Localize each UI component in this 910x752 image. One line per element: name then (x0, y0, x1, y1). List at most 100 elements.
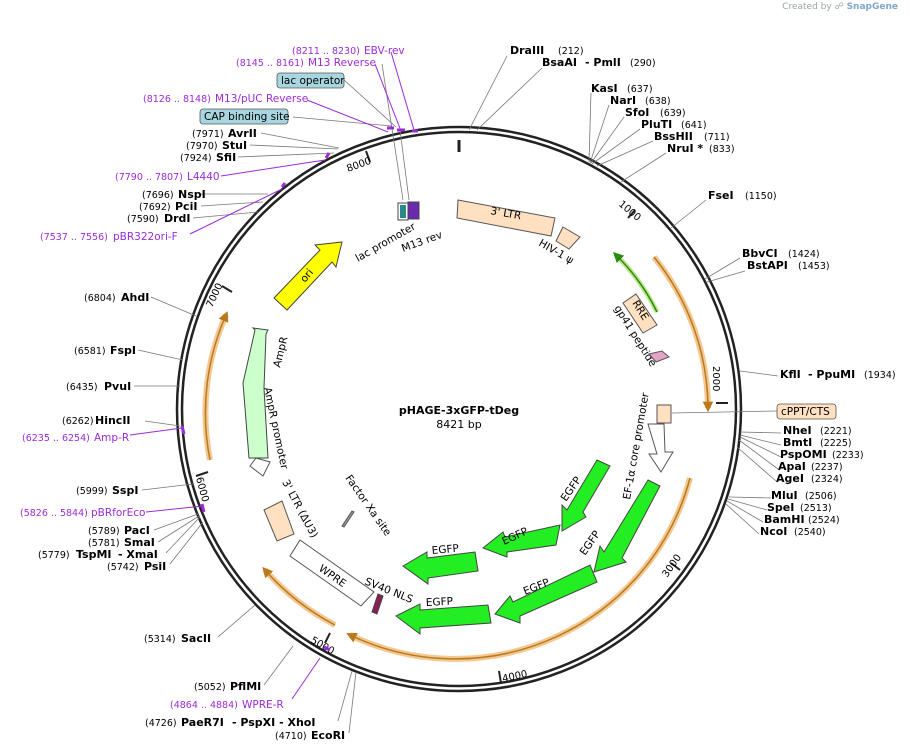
tick-7000: 7000 (205, 282, 226, 310)
label-cap-binding-site[interactable]: CAP binding site (199, 108, 290, 125)
primer-ebv-rev[interactable]: (8211 .. 8230)EBV-rev (292, 45, 405, 57)
enzyme-ecori[interactable]: (4710)EcoRI (275, 729, 345, 742)
feature-3ltr-label: 3' LTR (489, 205, 522, 222)
primer-pbrforeco[interactable]: (5826 .. 5844)pBRforEco (20, 507, 145, 519)
primer-m13-puc-reverse[interactable]: (8126 .. 8148)M13/pUC Reverse (143, 93, 308, 105)
enzyme-spei[interactable]: SpeI(2513) (767, 501, 832, 514)
feature-egfp-3[interactable]: EGFP (482, 524, 561, 558)
primer-pbr322ori-f[interactable]: (7537 .. 7556)pBR322ori-F (40, 231, 178, 243)
enzyme-kasi[interactable]: KasI(637) (591, 82, 653, 95)
enzyme-ncoi[interactable]: NcoI(2540) (760, 525, 826, 538)
enzyme-pvui[interactable]: (6435)PvuI (66, 380, 131, 393)
enzyme-name: DrdI (164, 212, 191, 225)
enzyme-name: DraIII (510, 44, 544, 57)
enzyme-smai[interactable]: (5781)SmaI (88, 536, 155, 549)
primer-amp-r[interactable]: (6235 .. 6254)Amp-R (22, 432, 129, 444)
enzyme-pos: (6804) (84, 293, 116, 304)
enzyme-agei[interactable]: AgeI(2324) (776, 472, 843, 485)
tick-8000: 8000 (345, 156, 373, 175)
enzyme-pspomi[interactable]: PspOMI(2233) (780, 448, 864, 461)
enzyme-avrii[interactable]: (7971)AvrII (192, 127, 257, 140)
enzyme-nhei[interactable]: NheI(2221) (783, 424, 852, 437)
enzyme-fspi[interactable]: (6581)FspI (74, 344, 136, 357)
enzyme-name: ApaI (778, 460, 806, 473)
primer-wpre-r[interactable]: (4864 .. 4884)WPRE-R (170, 699, 284, 711)
feature-3ltr[interactable]: 3' LTR (456, 199, 556, 237)
watermark-prefix: Created by (782, 2, 832, 12)
enzyme-name: NcoI (760, 525, 787, 538)
enzyme-ahdi[interactable]: (6804)AhdI (84, 291, 149, 304)
enzyme-fsei[interactable]: FseI(1150) (708, 189, 777, 202)
enzyme-nrui[interactable]: NruI *(833) (667, 142, 735, 155)
primer-name: L4440 (187, 171, 220, 183)
enzyme-pcii[interactable]: (7692)PciI (139, 200, 197, 213)
tick-1000: 1000 (616, 199, 643, 224)
enzyme-sspi[interactable]: (5999)SspI (76, 484, 138, 497)
enzyme-bsaai[interactable]: BsaAI- PmlI(290) (542, 56, 656, 69)
enzyme-sfii[interactable]: (7924)SfiI (180, 151, 236, 164)
enzyme-stui[interactable]: (7970)StuI (186, 139, 247, 152)
enzyme-bbvci[interactable]: BbvCI(1424) (742, 247, 820, 260)
enzyme-kfli[interactable]: KflI- PpuMI(1934) (780, 368, 896, 381)
enzyme-bmti[interactable]: BmtI(2225) (783, 436, 852, 449)
enzyme-nspi[interactable]: (7696)NspI (142, 188, 206, 201)
enzyme-psii[interactable]: (5742)PsiI (107, 560, 166, 573)
enzyme-pos: (833) (709, 144, 735, 155)
enzyme-pos: (1150) (745, 191, 777, 202)
enzyme-mlui[interactable]: MluI(2506) (771, 489, 837, 502)
enzyme-pos: (2233) (832, 450, 864, 461)
enzyme-name: PflMI (230, 680, 261, 693)
enzyme-pos: (212) (558, 46, 584, 57)
feature-ori[interactable]: ori (273, 241, 343, 311)
enzyme-pos: (4710) (275, 731, 307, 742)
primer-m13-reverse[interactable]: (8145 .. 8161)M13 Reverse (236, 57, 376, 69)
feature-lac-promoter[interactable]: lac promoter M13 rev (354, 201, 444, 265)
enzyme-pflmi[interactable]: (5052)PflMI (194, 680, 261, 693)
enzyme-draiii[interactable]: DraIII (212) (510, 44, 584, 57)
watermark-brand: SnapGene (846, 2, 898, 12)
feature-factor-xa[interactable]: Factor Xa site (341, 473, 393, 538)
label-cppt-cts[interactable]: cPPT/CTS (671, 403, 837, 420)
feature-egfp-6[interactable]: EGFP (395, 596, 492, 635)
feature-3ltr-du3[interactable]: 3' LTR (ΔU3) (263, 478, 320, 542)
primer-pos: (8211 .. 8230) (292, 46, 360, 57)
enzyme-name: PciI (175, 200, 197, 213)
feature-wpre[interactable]: WPRE (289, 539, 375, 607)
primer-l4440[interactable]: (7790 .. 7807)L4440 (115, 171, 220, 183)
enzyme-hincii[interactable]: (6262)HincII (62, 414, 131, 427)
enzyme-pos: (4726) (145, 718, 177, 729)
enzyme-nari[interactable]: NarI(638) (610, 94, 671, 107)
primer-pos: (8145 .. 8161) (236, 58, 304, 69)
enzyme-name: BmtI (783, 436, 812, 449)
enzyme-pos: (6581) (74, 346, 106, 357)
feature-gp41-peptide[interactable] (648, 350, 670, 363)
enzyme-bsshii[interactable]: BssHII(711) (654, 130, 730, 143)
feature-egfp-4[interactable]: EGFP (494, 564, 598, 624)
enzyme-name: PacI (124, 524, 150, 537)
lac-operator-text: lac operator (281, 75, 345, 87)
enzyme-pos: (7970) (186, 141, 218, 152)
plasmid-name: pHAGE-3xGFP-tDeg (399, 404, 519, 417)
enzyme-apai[interactable]: ApaI(2237) (778, 460, 843, 473)
enzyme-paer7i[interactable]: (4726)PaeR7I- PspXI - XhoI (145, 716, 315, 729)
enzyme-drdi[interactable]: (7590)DrdI (127, 212, 191, 225)
enzyme-bamhi[interactable]: BamHI(2524) (764, 513, 840, 526)
enzyme-pos: (711) (704, 132, 730, 143)
feature-egfp-1[interactable]: EGFP (559, 459, 611, 532)
enzyme-tspmi[interactable]: (5779)TspMI- XmaI (38, 548, 158, 561)
enzyme-name: PsiI (144, 560, 166, 573)
feature-cppt[interactable] (656, 404, 672, 424)
enzyme-pluti[interactable]: PluTI(641) (641, 118, 707, 131)
feature-egfp-5[interactable]: EGFP (402, 543, 479, 585)
enzyme-name: SpeI (767, 501, 794, 514)
enzyme-pos: (1934) (864, 370, 896, 381)
enzyme-sfoi[interactable]: SfoI(639) (625, 106, 686, 119)
label-lac-operator[interactable]: lac operator (276, 72, 345, 89)
enzyme-name: MluI (771, 489, 798, 502)
enzyme-sacii[interactable]: (5314)SacII (144, 632, 211, 645)
enzyme-bstapi[interactable]: BstAPI(1453) (747, 259, 830, 272)
enzyme-paci[interactable]: (5789)PacI (88, 524, 150, 537)
primer-leaders (129, 51, 418, 700)
enzyme-pos: (2221) (820, 426, 852, 437)
primer-pos: (6235 .. 6254) (22, 433, 90, 444)
